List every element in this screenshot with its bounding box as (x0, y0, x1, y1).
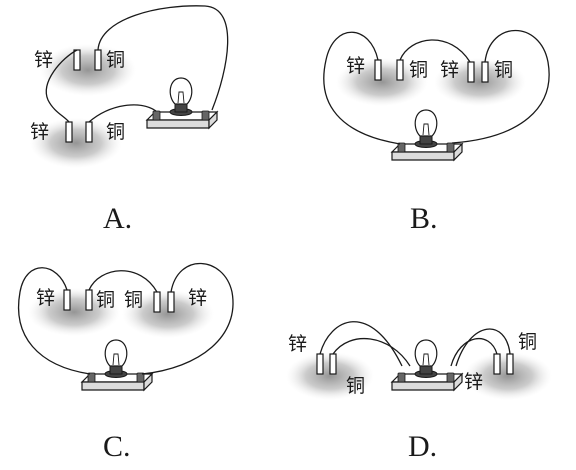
wire-a-2 (97, 5, 229, 111)
copper-electrode-d2 (506, 353, 514, 375)
label-d-2: 铜 (346, 375, 365, 397)
label-b-3: 锌 (440, 59, 459, 81)
wire-b-1 (323, 31, 401, 145)
wire-d-3 (450, 337, 498, 367)
label-a-3: 锌 (30, 121, 49, 143)
copper-electrode-a2 (85, 121, 93, 143)
lamp-board-b (391, 109, 463, 161)
wire-a-3 (88, 104, 157, 123)
fruit-a-bottom (30, 118, 122, 168)
copper-electrode-c2 (153, 291, 161, 313)
fruit-b-right (434, 58, 526, 106)
label-a-2: 铜 (106, 49, 125, 71)
label-d-1: 锌 (288, 333, 307, 355)
label-d-4: 铜 (518, 331, 537, 353)
fruit-c-left (28, 288, 120, 336)
lamp-board-c (81, 339, 153, 391)
option-a[interactable]: 锌 铜 锌 铜 A. (30, 5, 229, 235)
caption-a: A. (103, 202, 132, 235)
wire-c-3 (141, 262, 234, 375)
option-d[interactable]: 锌 铜 锌 铜 D. (286, 321, 552, 463)
copper-electrode-c1 (85, 289, 93, 311)
fruit-b-left (336, 58, 428, 106)
label-c-2: 铜 (96, 289, 115, 311)
zinc-electrode-d1 (316, 353, 324, 375)
copper-electrode-d1 (329, 353, 337, 375)
fruit-d-left (286, 352, 374, 400)
zinc-electrode-b2 (467, 61, 475, 83)
label-c-3: 铜 (124, 289, 143, 311)
lamp-board-a (146, 77, 218, 129)
label-c-4: 锌 (188, 287, 207, 309)
caption-c: C. (103, 430, 131, 463)
fruit-d-right (464, 352, 552, 400)
label-c-1: 锌 (36, 287, 55, 309)
option-b[interactable]: 锌 铜 锌 铜 B. (323, 29, 550, 236)
wire-b-3 (451, 29, 550, 144)
wire-c-1 (18, 267, 91, 375)
label-a-1: 锌 (34, 49, 53, 71)
wire-a-1 (45, 49, 78, 123)
zinc-electrode-a1 (73, 49, 81, 71)
label-a-4: 铜 (106, 121, 125, 143)
label-b-1: 锌 (346, 55, 365, 77)
caption-b: B. (410, 202, 438, 235)
wire-d-2 (332, 337, 411, 367)
copper-electrode-a1 (94, 49, 102, 71)
zinc-electrode-a2 (65, 121, 73, 143)
zinc-electrode-d2 (493, 353, 501, 375)
zinc-electrode-c1 (63, 289, 71, 311)
option-c[interactable]: 锌 铜 铜 锌 C. (18, 262, 234, 463)
fruit-c-right (122, 290, 214, 338)
fruit-a-top (40, 44, 136, 96)
wire-d-4 (455, 328, 511, 367)
label-b-2: 铜 (409, 59, 428, 81)
caption-d: D. (408, 430, 437, 463)
copper-electrode-b1 (396, 59, 404, 81)
wire-b-2 (399, 39, 471, 63)
wire-c-2 (88, 270, 158, 293)
copper-electrode-b2 (481, 61, 489, 83)
zinc-electrode-b1 (374, 59, 382, 81)
label-b-4: 铜 (494, 59, 513, 81)
label-d-3: 锌 (464, 371, 483, 393)
zinc-electrode-c2 (167, 291, 175, 313)
